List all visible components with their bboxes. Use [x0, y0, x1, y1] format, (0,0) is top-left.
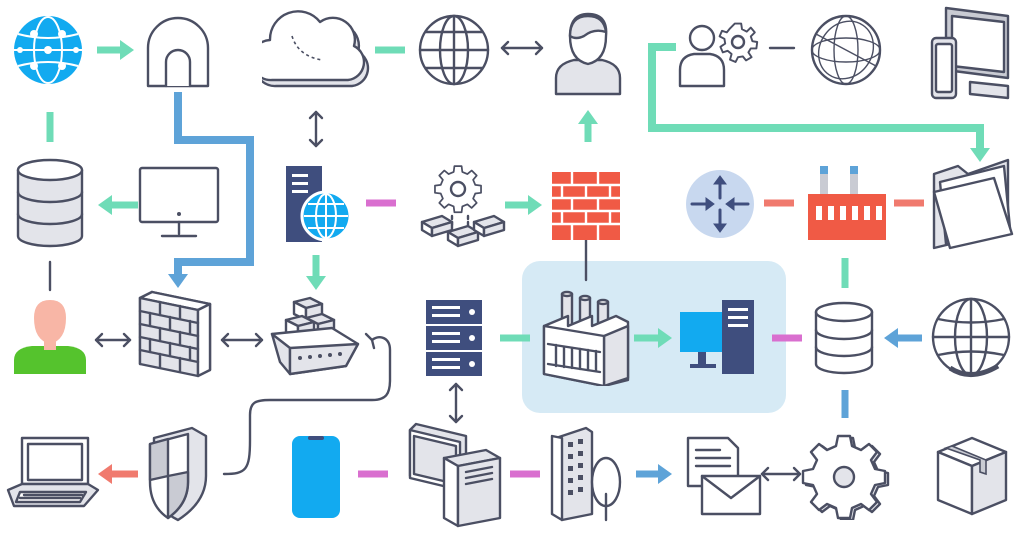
tunnel-icon: [146, 16, 210, 88]
factory-plant-icon: [542, 290, 630, 386]
arrow-head-green: [970, 148, 990, 162]
firewall-icon: [552, 172, 620, 240]
database-stack-icon: [814, 301, 874, 375]
sphere-globe-icon: [810, 14, 882, 86]
gear-blocks-icon: [420, 165, 506, 248]
connector-tunnel-to-wall: [174, 92, 254, 282]
database-icon: [16, 158, 84, 248]
web-server-icon: [286, 166, 352, 242]
server-rack-icon: [426, 300, 482, 376]
connector-usersettings-to-folder: [648, 43, 984, 150]
shield-icon: [148, 426, 208, 522]
user-green-icon: [14, 300, 86, 374]
wire-globe-icon: [931, 297, 1011, 377]
workstation-icon: [680, 300, 754, 374]
monitor-icon: [138, 166, 220, 238]
factory-icon: [808, 166, 886, 240]
user-settings-icon: [678, 22, 759, 88]
globe-network-icon: [14, 16, 82, 84]
monitor-tablet-icon: [930, 6, 1010, 100]
laptop-icon: [6, 436, 100, 508]
user-avatar-icon: [554, 12, 622, 96]
router-icon: [686, 170, 754, 238]
arrow-head-blue: [168, 274, 188, 288]
gear-icon: [801, 434, 890, 520]
package-box-icon: [936, 436, 1008, 516]
cargo-ship-icon: [270, 296, 360, 376]
office-building-icon: [550, 426, 622, 522]
brick-wall-icon: [138, 290, 212, 378]
globe-icon: [418, 14, 490, 86]
folder-icon: [932, 158, 1014, 250]
cloud-icon: [262, 10, 370, 88]
mail-document-icon: [686, 436, 762, 516]
desktop-tower-icon: [408, 422, 502, 528]
smartphone-icon: [292, 436, 340, 518]
